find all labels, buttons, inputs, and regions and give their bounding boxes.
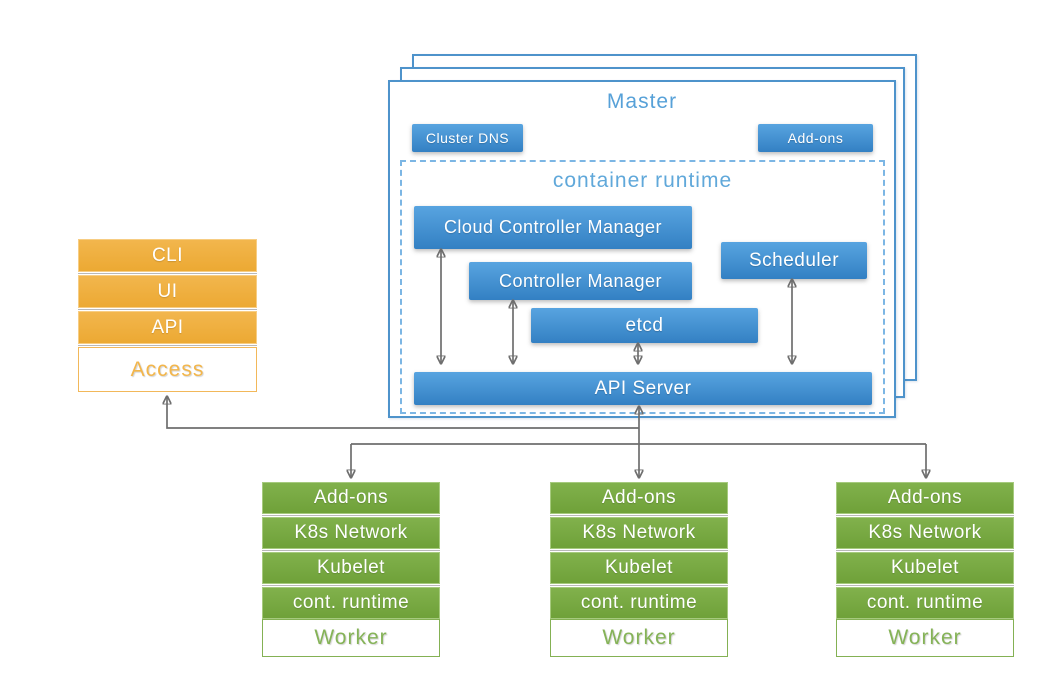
worker2-label: Worker	[550, 619, 728, 657]
worker1-bar-kubelet: Kubelet	[262, 552, 440, 584]
api-server-box: API Server	[414, 372, 872, 405]
separator-line	[262, 585, 440, 586]
separator-line	[836, 550, 1014, 551]
worker3-bar-k8s-network: K8s Network	[836, 517, 1014, 549]
worker-node-1: Add-ons K8s Network Kubelet cont. runtim…	[262, 482, 440, 657]
arrow-apiserver-access	[167, 397, 639, 429]
worker-node-2: Add-ons K8s Network Kubelet cont. runtim…	[550, 482, 728, 657]
worker2-bar-k8s-network: K8s Network	[550, 517, 728, 549]
separator-line	[836, 585, 1014, 586]
access-label: Access	[78, 347, 257, 392]
worker1-bar-addons: Add-ons	[262, 482, 440, 514]
separator-line	[262, 550, 440, 551]
access-bar-ui: UI	[78, 275, 257, 308]
master-addons-box: Add-ons	[758, 124, 873, 152]
worker3-bar-cont-runtime: cont. runtime	[836, 587, 1014, 619]
container-runtime-box: container runtime Cloud Controller Manag…	[400, 160, 885, 414]
worker1-label: Worker	[262, 619, 440, 657]
worker-node-3: Add-ons K8s Network Kubelet cont. runtim…	[836, 482, 1014, 657]
separator-line	[550, 585, 728, 586]
worker3-bar-kubelet: Kubelet	[836, 552, 1014, 584]
separator-line	[78, 273, 257, 274]
separator-line	[78, 345, 257, 346]
worker2-bar-addons: Add-ons	[550, 482, 728, 514]
scheduler-box: Scheduler	[721, 242, 867, 279]
access-bar-api: API	[78, 311, 257, 344]
access-bar-cli: CLI	[78, 239, 257, 272]
separator-line	[78, 309, 257, 310]
cloud-controller-manager-box: Cloud Controller Manager	[414, 206, 692, 249]
container-runtime-title: container runtime	[552, 169, 733, 192]
cluster-dns-box: Cluster DNS	[412, 124, 523, 152]
worker1-bar-k8s-network: K8s Network	[262, 517, 440, 549]
separator-line	[836, 515, 1014, 516]
worker2-bar-cont-runtime: cont. runtime	[550, 587, 728, 619]
worker2-bar-kubelet: Kubelet	[550, 552, 728, 584]
worker3-label: Worker	[836, 619, 1014, 657]
access-stack: CLI UI API Access	[78, 239, 257, 392]
worker1-bar-cont-runtime: cont. runtime	[262, 587, 440, 619]
master-title: Master	[606, 90, 678, 113]
etcd-box: etcd	[531, 308, 758, 343]
worker3-bar-addons: Add-ons	[836, 482, 1014, 514]
separator-line	[550, 550, 728, 551]
separator-line	[262, 515, 440, 516]
separator-line	[550, 515, 728, 516]
controller-manager-box: Controller Manager	[469, 262, 692, 300]
